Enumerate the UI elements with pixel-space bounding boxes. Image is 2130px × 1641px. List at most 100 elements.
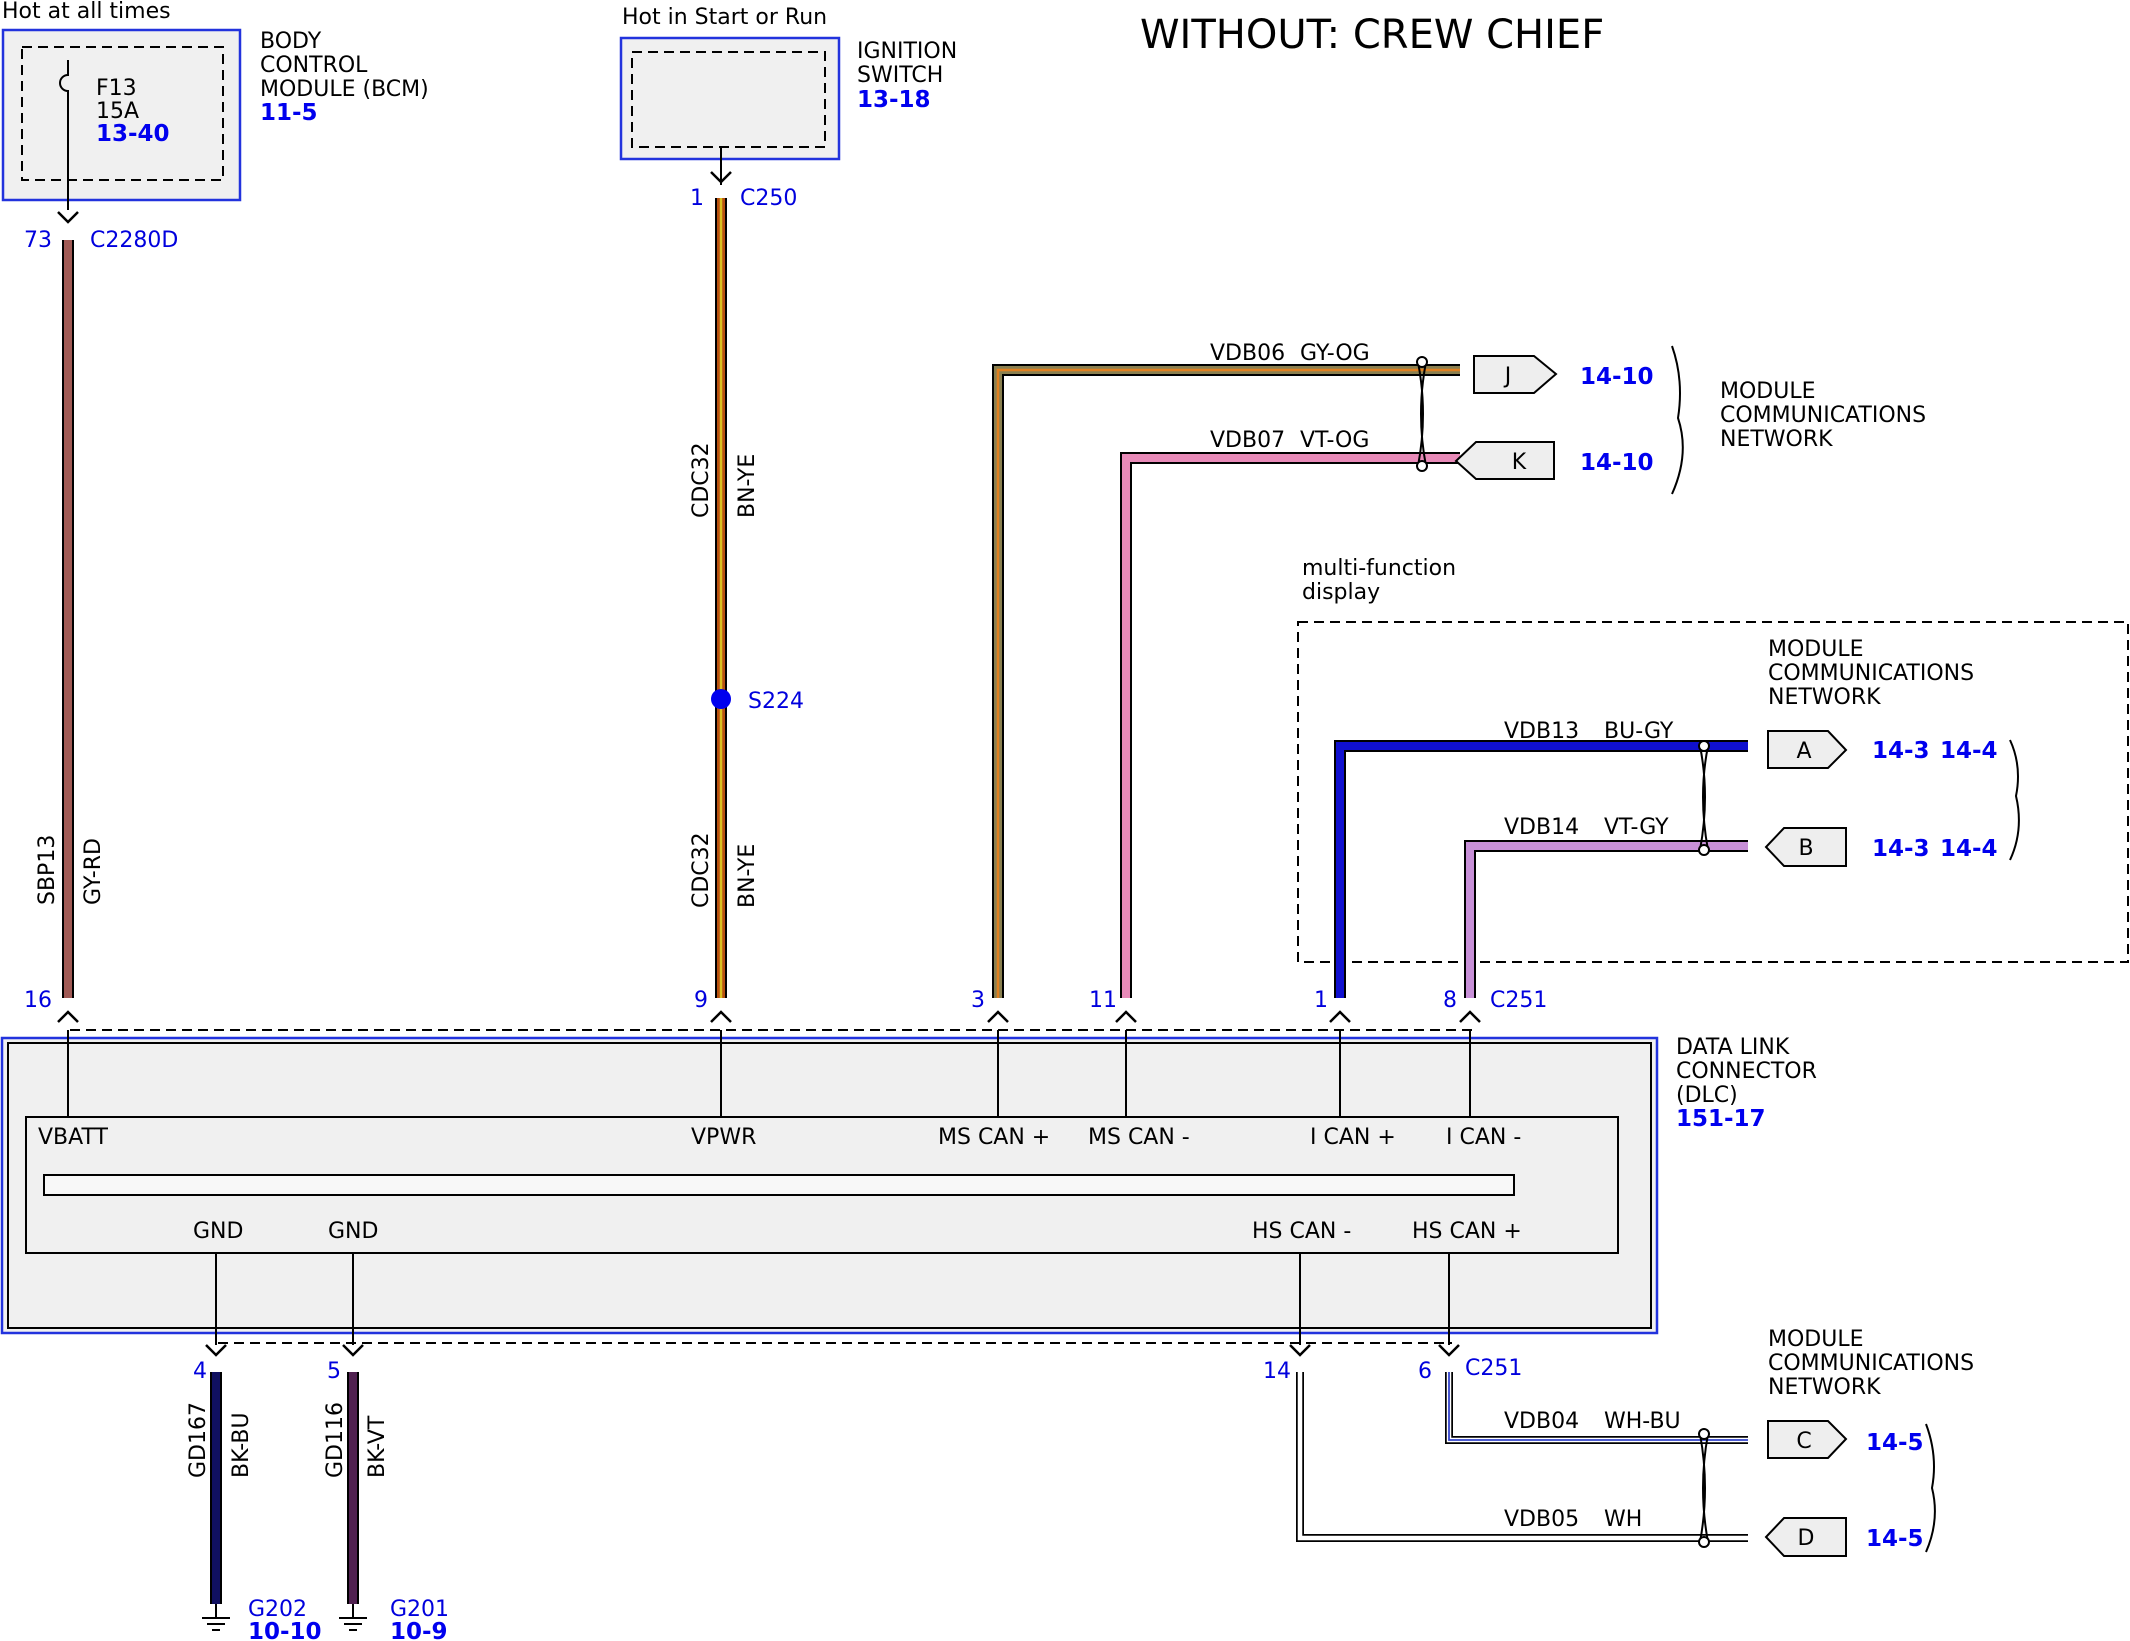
vdb14-color: VT-GY bbox=[1604, 815, 1669, 840]
connector-a-ref-2[interactable]: 14-4 bbox=[1940, 738, 1998, 764]
connector-d-icon[interactable] bbox=[1764, 1517, 1847, 1557]
connector-c-ref[interactable]: 14-5 bbox=[1866, 1430, 1924, 1456]
bcm-fuse: F13 bbox=[96, 76, 137, 101]
vdb07-wire bbox=[1122, 454, 1460, 998]
sbp13-circuit: SBP13 bbox=[35, 835, 60, 905]
bcm-amps: 15A bbox=[96, 99, 139, 124]
connector-j-icon[interactable] bbox=[1473, 355, 1558, 394]
connector-d-ref[interactable]: 14-5 bbox=[1866, 1526, 1924, 1552]
bcm-fuse-ref[interactable]: 13-40 bbox=[96, 121, 170, 147]
connector-b-ref-2[interactable]: 14-4 bbox=[1940, 836, 1998, 862]
vdb06-wire-stripe bbox=[996, 368, 1460, 998]
vdb04-circuit: VDB04 bbox=[1504, 1409, 1579, 1434]
c250-name: C250 bbox=[740, 186, 797, 211]
s224-splice-icon bbox=[711, 689, 731, 709]
dlc-pin-16: 16 bbox=[24, 988, 52, 1013]
c250-pin: 1 bbox=[690, 186, 704, 211]
g201-name: G201 bbox=[390, 1597, 449, 1622]
gd167-color: BK-BU bbox=[229, 1412, 254, 1478]
ignition-ref[interactable]: 13-18 bbox=[857, 87, 931, 113]
cdc32-lower-circuit: CDC32 bbox=[689, 832, 714, 908]
bcm-module: Hot at all times BODY CONTROL MODULE (BC… bbox=[1, 0, 429, 210]
vdb13-wire bbox=[1336, 742, 1748, 998]
vdb04-wire bbox=[1448, 1372, 1748, 1441]
cdc32-upper-circuit: CDC32 bbox=[689, 442, 714, 518]
dlc-top-pins: 16 9 3 11 1 8 C251 bbox=[24, 988, 1547, 1023]
connector-k-icon[interactable] bbox=[1454, 441, 1555, 480]
dlc-ref[interactable]: 151-17 bbox=[1676, 1106, 1766, 1132]
dlc-label-i-can-minus: I CAN - bbox=[1446, 1125, 1521, 1150]
gd167-circuit: GD167 bbox=[186, 1402, 211, 1478]
dlc-label-ms-can-plus: MS CAN + bbox=[938, 1125, 1050, 1150]
gd116-circuit: GD116 bbox=[323, 1402, 348, 1478]
dlc-pin-3: 3 bbox=[971, 988, 985, 1013]
vdb13-circuit: VDB13 bbox=[1504, 719, 1579, 744]
vdb05-circuit: VDB05 bbox=[1504, 1507, 1579, 1532]
connector-k-ref[interactable]: 14-10 bbox=[1580, 450, 1654, 476]
dlc-label-gnd-1: GND bbox=[193, 1219, 243, 1244]
vdb04-color: WH-BU bbox=[1604, 1409, 1681, 1434]
network-bottom-1: MODULE bbox=[1768, 1327, 1864, 1352]
c250-pin-icon bbox=[710, 171, 732, 184]
s224-name: S224 bbox=[748, 689, 804, 714]
dlc-label-vpwr: VPWR bbox=[691, 1125, 756, 1150]
connector-b-icon[interactable] bbox=[1764, 827, 1847, 867]
dlc-label-ms-can-minus: MS CAN - bbox=[1088, 1125, 1190, 1150]
diagram-title: WITHOUT: CREW CHIEF bbox=[1140, 12, 1604, 58]
mfd-label-1: multi-function bbox=[1302, 556, 1456, 581]
connector-j-ref[interactable]: 14-10 bbox=[1580, 364, 1654, 390]
dlc-pin-1: 1 bbox=[1314, 988, 1328, 1013]
network-bottom-2: COMMUNICATIONS bbox=[1768, 1351, 1974, 1376]
sbp13-color: GY-RD bbox=[81, 838, 106, 905]
ignition-hot-label: Hot in Start or Run bbox=[622, 5, 827, 30]
c2280d-pin-icon bbox=[57, 211, 79, 224]
bcm-name-line-1: BODY bbox=[260, 29, 322, 54]
connector-b-ref-1[interactable]: 14-3 bbox=[1872, 836, 1930, 862]
c2280d-name: C2280D bbox=[90, 228, 178, 253]
dlc-bottom-pins: 4 5 14 6 C251 bbox=[193, 1344, 1522, 1384]
bcm-name-line-3: MODULE (BCM) bbox=[260, 77, 429, 102]
dlc-label-vbatt: VBATT bbox=[38, 1125, 109, 1150]
mfd-label-2: display bbox=[1302, 580, 1380, 605]
g201-ref[interactable]: 10-9 bbox=[390, 1619, 448, 1641]
vdb06-circuit: VDB06 bbox=[1210, 341, 1285, 366]
vdb07-color: VT-OG bbox=[1300, 428, 1369, 453]
dlc-name-2: CONNECTOR bbox=[1676, 1059, 1817, 1084]
network-mfd-3: NETWORK bbox=[1768, 685, 1881, 710]
network-top-1: MODULE bbox=[1720, 379, 1816, 404]
connector-b-letter: B bbox=[1798, 836, 1813, 861]
vdb05-wire bbox=[1297, 1372, 1748, 1541]
vdb06-color: GY-OG bbox=[1300, 341, 1370, 366]
connector-c-icon[interactable] bbox=[1767, 1420, 1848, 1459]
bcm-hot-label: Hot at all times bbox=[2, 0, 171, 24]
connector-a-ref-1[interactable]: 14-3 bbox=[1872, 738, 1930, 764]
bcm-name-line-2: CONTROL bbox=[260, 53, 368, 78]
dlc-pin-9: 9 bbox=[694, 988, 708, 1013]
dlc-label-hs-can-minus: HS CAN - bbox=[1252, 1219, 1351, 1244]
dlc-pin-11: 11 bbox=[1089, 988, 1117, 1013]
connector-k-letter: K bbox=[1512, 450, 1527, 475]
connector-d-letter: D bbox=[1798, 1526, 1815, 1551]
dlc-label-i-can-plus: I CAN + bbox=[1310, 1125, 1396, 1150]
g202-name: G202 bbox=[248, 1597, 307, 1622]
ignition-switch: Hot in Start or Run IGNITION SWITCH 13-1… bbox=[619, 5, 957, 161]
connector-a-letter: A bbox=[1796, 739, 1811, 764]
network-mfd-1: MODULE bbox=[1768, 637, 1864, 662]
vdb14-circuit: VDB14 bbox=[1504, 815, 1579, 840]
fuse-icon bbox=[59, 60, 69, 210]
vdb13-color: BU-GY bbox=[1604, 719, 1674, 744]
c251-bottom-name: C251 bbox=[1465, 1356, 1522, 1381]
brace-icon bbox=[1671, 345, 1684, 495]
ground-icon bbox=[202, 1604, 230, 1631]
bcm-ref[interactable]: 11-5 bbox=[260, 100, 318, 126]
dlc-pin-4: 4 bbox=[193, 1359, 207, 1384]
dlc-pin-6: 6 bbox=[1418, 1359, 1432, 1384]
vdb05-color: WH bbox=[1604, 1507, 1642, 1532]
dlc-label-gnd-2: GND bbox=[328, 1219, 378, 1244]
g202-ref[interactable]: 10-10 bbox=[248, 1619, 322, 1641]
connector-a-icon[interactable] bbox=[1767, 730, 1848, 769]
dlc-pin-5: 5 bbox=[327, 1359, 341, 1384]
dlc-name-1: DATA LINK bbox=[1676, 1035, 1790, 1060]
twisted-pair-icon bbox=[1417, 361, 1424, 467]
